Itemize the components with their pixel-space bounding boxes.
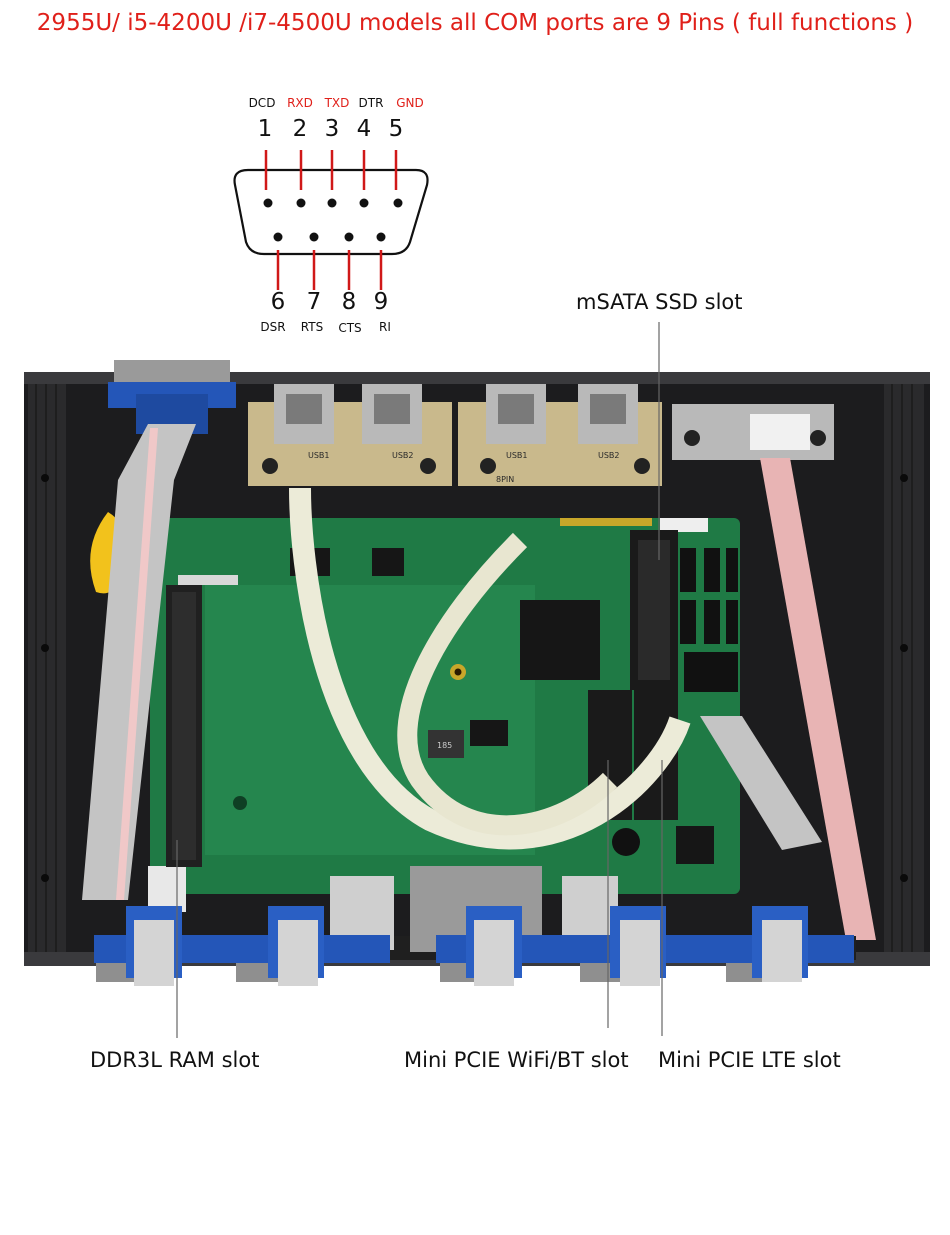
pin-num-3: 3 (324, 116, 340, 142)
com-port-1 (94, 906, 242, 986)
usb1-label-left: USB1 (308, 451, 330, 460)
lte-slot-label: Mini PCIE LTE slot (658, 1048, 841, 1072)
pin-name-3: TXD (324, 96, 350, 110)
pin-num-1: 1 (257, 116, 273, 142)
headline: 2955U/ i5-4200U /i7-4500U models all COM… (36, 10, 914, 36)
pin-name-7: RTS (300, 320, 324, 334)
ddr3l-slot (166, 575, 238, 867)
usb-board-left (248, 384, 452, 486)
usb1-label-right: USB1 (506, 451, 528, 460)
pin-num-5: 5 (388, 116, 404, 142)
com-port-3 (436, 906, 586, 986)
pin-header-label: 8PIN (496, 475, 514, 484)
com-port-2 (240, 906, 390, 986)
beige-cable-a (289, 487, 691, 850)
usb2-label-right: USB2 (598, 451, 620, 460)
pin-num-2: 2 (292, 116, 308, 142)
beige-cable-b (397, 532, 618, 836)
ribbon-cables (82, 424, 876, 940)
power-bracket (672, 404, 834, 460)
pin-name-5: GND (396, 96, 424, 110)
com-port-4 (582, 906, 732, 986)
db9-connector-diagram (233, 150, 429, 290)
wifi-slot-label: Mini PCIE WiFi/BT slot (404, 1048, 629, 1072)
msata-ssd-slot (630, 530, 678, 690)
pin-name-6: DSR (260, 320, 286, 334)
pin-name-4: DTR (358, 96, 384, 110)
top-db9-port (108, 360, 236, 434)
pin-num-8: 8 (341, 289, 357, 315)
usb2-label-left: USB2 (392, 451, 414, 460)
com-port-5 (722, 906, 854, 982)
pin-num-9: 9 (373, 289, 389, 315)
msata-slot-label: mSATA SSD slot (576, 290, 743, 314)
pin-name-8: CTS (338, 321, 362, 335)
pin-num-7: 7 (306, 289, 322, 315)
usb-board-right (458, 384, 662, 486)
pin-name-1: DCD (248, 96, 276, 110)
pin-num-6: 6 (270, 289, 286, 315)
ddr3l-slot-label: DDR3L RAM slot (90, 1048, 260, 1072)
pin-name-9: RI (379, 320, 391, 334)
callout-lines (176, 322, 663, 1038)
pin-name-2: RXD (287, 96, 313, 110)
chip-label: 185 (437, 741, 452, 750)
pin-num-4: 4 (356, 116, 372, 142)
